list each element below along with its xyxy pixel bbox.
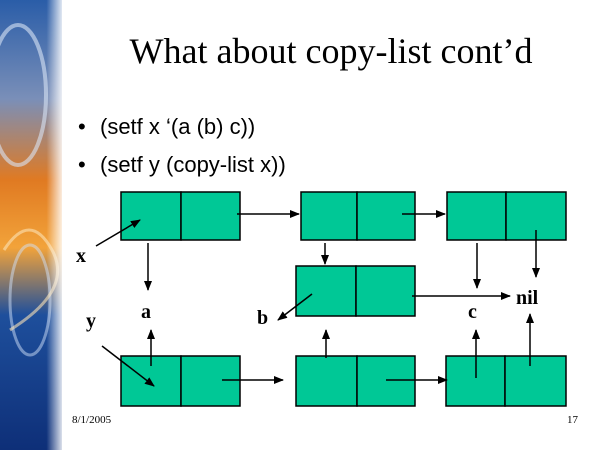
footer-date: 8/1/2005 [72,414,112,426]
arrow-b-car [277,293,313,321]
label-x: x [76,245,86,267]
bullet-item: • (setf y (copy-list x)) [78,146,286,184]
bullet-text: (setf x ‘(a (b) c)) [100,114,256,139]
bullet-item: • (setf x ‘(a (b) c)) [78,108,286,146]
pointer-arrows [95,210,540,387]
slide-title: What about copy-list cont’d [129,31,533,71]
decorative-side-banner [0,0,62,450]
arrow-y-var [101,345,155,387]
cons-cell-y3 [445,355,567,407]
list-y-cells [120,355,567,407]
cons-cell-y1 [120,355,241,407]
list-x-cells [120,191,567,241]
cons-cell-b [295,265,416,317]
arrow-x-var [95,219,141,247]
bullet-text: (setf y (copy-list x)) [100,152,286,177]
bullet-dot-icon: • [78,152,86,177]
cons-cell-x1 [120,191,241,241]
label-b: b [257,307,268,329]
slide-number: 17 [567,414,578,426]
cons-cell-y2 [295,355,416,407]
label-c: c [468,301,477,323]
cons-cell-x2 [300,191,416,241]
bullet-dot-icon: • [78,114,86,139]
label-nil: nil [516,287,539,309]
cons-cell-x3 [446,191,567,241]
label-y: y [86,310,96,332]
label-a: a [141,301,151,323]
bullet-list: • (setf x ‘(a (b) c)) • (setf y (copy-list… [78,108,286,184]
